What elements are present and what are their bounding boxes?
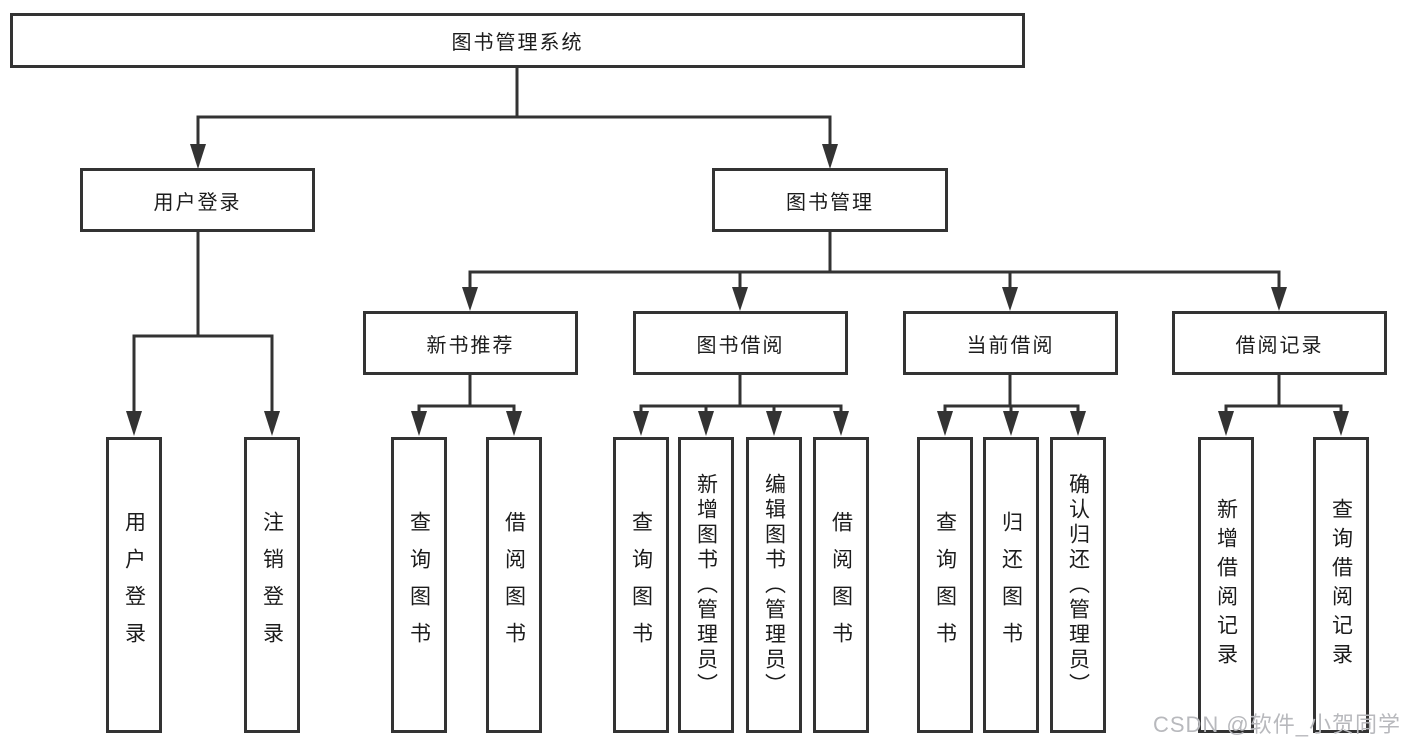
node-new-book-recommend-label: 新书推荐 [426, 334, 515, 357]
leaf-records-query-record: 查询借阅记录 [1313, 437, 1369, 733]
arrowhead-down-icon [126, 411, 142, 436]
leaf-borrow-edit-books-admin-label: 编辑图书（管理员） [762, 472, 786, 698]
connector-book-management-to-level3 [462, 232, 1287, 311]
leaf-current-query-books-label: 查询图书 [933, 511, 957, 659]
leaf-current-return-books-label: 归还图书 [999, 511, 1023, 659]
arrowhead-down-icon [190, 144, 206, 169]
leaf-newrec-query-books-label: 查询图书 [407, 511, 431, 659]
node-book-borrow-label: 图书借阅 [696, 334, 785, 357]
leaf-records-add-record-label: 新增借阅记录 [1214, 498, 1238, 672]
node-current-borrow: 当前借阅 [903, 311, 1118, 375]
arrowhead-down-icon [766, 411, 782, 436]
leaf-borrow-query-books: 查询图书 [613, 437, 669, 733]
connector-book-borrow-to-leaves [633, 375, 849, 436]
arrowhead-down-icon [822, 144, 838, 169]
arrowhead-down-icon [506, 411, 522, 436]
arrowhead-down-icon [411, 411, 427, 436]
node-root: 图书管理系统 [10, 13, 1025, 68]
leaf-logout: 注销登录 [244, 437, 300, 733]
node-new-book-recommend: 新书推荐 [363, 311, 578, 375]
node-current-borrow-label: 当前借阅 [966, 334, 1055, 357]
leaf-newrec-borrow-books-label: 借阅图书 [502, 511, 526, 659]
leaf-user-login-label: 用户登录 [122, 511, 146, 659]
node-user-login: 用户登录 [80, 168, 315, 232]
connector-current-borrow-to-leaves [937, 375, 1086, 436]
arrowhead-down-icon [1002, 287, 1018, 311]
leaf-current-confirm-return-admin: 确认归还（管理员） [1050, 437, 1106, 733]
leaf-borrow-add-books-admin-label: 新增图书（管理员） [694, 472, 718, 698]
arrowhead-down-icon [1070, 411, 1086, 436]
leaf-records-query-record-label: 查询借阅记录 [1329, 498, 1353, 672]
connector-new-book-recommend-to-leaves [411, 375, 522, 436]
leaf-user-login: 用户登录 [106, 437, 162, 733]
leaf-borrow-query-books-label: 查询图书 [629, 511, 653, 659]
arrowhead-down-icon [1271, 287, 1287, 311]
leaf-current-confirm-return-admin-label: 确认归还（管理员） [1066, 472, 1090, 698]
leaf-borrow-borrow-books: 借阅图书 [813, 437, 869, 733]
leaf-borrow-edit-books-admin: 编辑图书（管理员） [746, 437, 802, 733]
arrowhead-down-icon [833, 411, 849, 436]
arrowhead-down-icon [937, 411, 953, 436]
leaf-current-query-books: 查询图书 [917, 437, 973, 733]
leaf-borrow-borrow-books-label: 借阅图书 [829, 511, 853, 659]
leaf-current-return-books: 归还图书 [983, 437, 1039, 733]
connector-root-to-level2 [190, 68, 838, 169]
node-borrow-records: 借阅记录 [1172, 311, 1387, 375]
node-book-management: 图书管理 [712, 168, 948, 232]
arrowhead-down-icon [462, 287, 478, 311]
leaf-borrow-add-books-admin: 新增图书（管理员） [678, 437, 734, 733]
node-borrow-records-label: 借阅记录 [1235, 334, 1324, 357]
arrowhead-down-icon [1218, 411, 1234, 436]
arrowhead-down-icon [633, 411, 649, 436]
leaf-logout-label: 注销登录 [260, 511, 284, 659]
leaf-newrec-query-books: 查询图书 [391, 437, 447, 733]
connector-user-login-to-leaves [126, 232, 280, 436]
leaf-records-add-record: 新增借阅记录 [1198, 437, 1254, 733]
arrowhead-down-icon [1333, 411, 1349, 436]
csdn-watermark: CSDN @软件_小贺同学 [1152, 712, 1401, 737]
arrowhead-down-icon [264, 411, 280, 436]
node-root-label: 图书管理系统 [451, 32, 584, 54]
node-book-borrow: 图书借阅 [633, 311, 848, 375]
leaf-newrec-borrow-books: 借阅图书 [486, 437, 542, 733]
arrowhead-down-icon [698, 411, 714, 436]
node-user-login-label: 用户登录 [153, 191, 242, 214]
arrowhead-down-icon [1003, 411, 1019, 436]
connector-borrow-records-to-leaves [1218, 375, 1349, 436]
node-book-management-label: 图书管理 [786, 191, 874, 214]
arrowhead-down-icon [732, 287, 748, 311]
